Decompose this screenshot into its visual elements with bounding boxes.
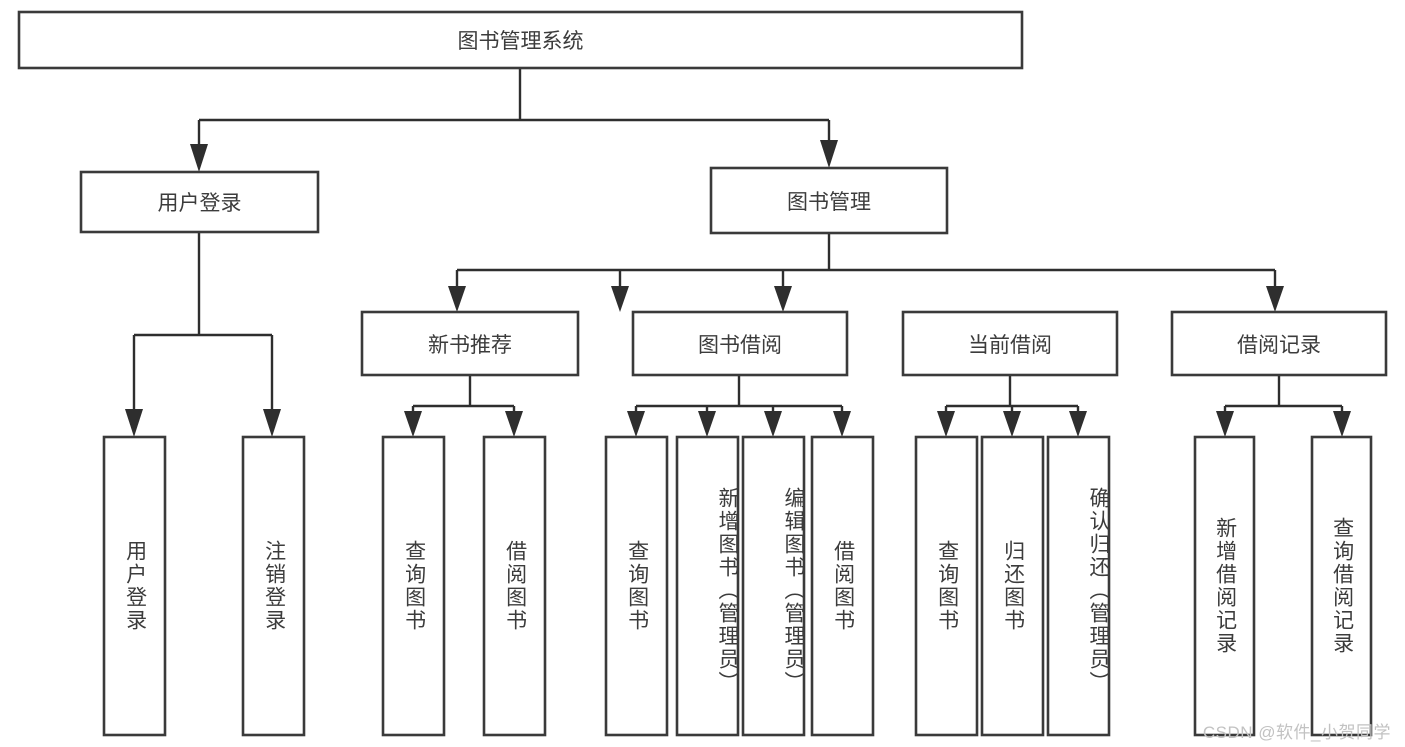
node-box-book-borrow[interactable] — [631, 310, 849, 377]
arrowhead-leaf-edit-book — [764, 411, 782, 437]
node-box-user-login[interactable] — [79, 170, 320, 234]
arrowhead-leaf-borrow-book-1 — [505, 411, 523, 437]
arrowhead-leaf-add-book — [698, 411, 716, 437]
node-box-leaf-confirm-return[interactable] — [1046, 435, 1111, 737]
arrowhead-leaf-logout-login — [263, 409, 281, 437]
arrowhead-leaf-query-book-2 — [627, 411, 645, 437]
arrowhead-borrow-record — [1266, 286, 1284, 312]
node-box-leaf-query-book-1[interactable] — [381, 435, 446, 737]
node-box-leaf-return-book[interactable] — [980, 435, 1045, 737]
node-rectangles — [17, 10, 1388, 737]
node-box-leaf-query-book-2[interactable] — [604, 435, 669, 737]
node-box-leaf-edit-book[interactable] — [741, 435, 806, 737]
arrowhead-user-login — [190, 144, 208, 172]
node-box-leaf-add-book[interactable] — [675, 435, 740, 737]
arrowhead-leaf-query-book-3 — [937, 411, 955, 437]
arrowhead-leaf-query-book-1 — [404, 411, 422, 437]
arrowhead-leaf-return-book — [1003, 411, 1021, 437]
node-box-leaf-borrow-book-2[interactable] — [810, 435, 875, 737]
node-box-leaf-add-borrow-record[interactable] — [1193, 435, 1256, 737]
node-box-leaf-logout-login[interactable] — [241, 435, 306, 737]
arrowhead-current-borrow — [774, 286, 792, 312]
node-box-new-book-recommend[interactable] — [360, 310, 580, 377]
node-box-current-borrow[interactable] — [901, 310, 1119, 377]
arrowhead-leaf-user-login — [125, 409, 143, 437]
node-box-book-manage[interactable] — [709, 166, 949, 235]
node-box-root[interactable] — [17, 10, 1024, 70]
arrowhead-book-borrow — [611, 286, 629, 312]
arrowhead-leaf-borrow-book-2 — [833, 411, 851, 437]
node-box-leaf-query-borrow-record[interactable] — [1310, 435, 1373, 737]
node-box-leaf-user-login[interactable] — [102, 435, 167, 737]
arrowhead-book-manage — [820, 140, 838, 168]
arrowhead-leaf-confirm-return — [1069, 411, 1087, 437]
node-box-leaf-borrow-book-1[interactable] — [482, 435, 547, 737]
node-box-borrow-record[interactable] — [1170, 310, 1388, 377]
arrowhead-new-book-recommend — [448, 286, 466, 312]
node-box-leaf-query-book-3[interactable] — [914, 435, 979, 737]
arrowhead-leaf-query-borrow-record — [1333, 411, 1351, 437]
connectors — [125, 68, 1351, 437]
arrowhead-leaf-add-borrow-record — [1216, 411, 1234, 437]
